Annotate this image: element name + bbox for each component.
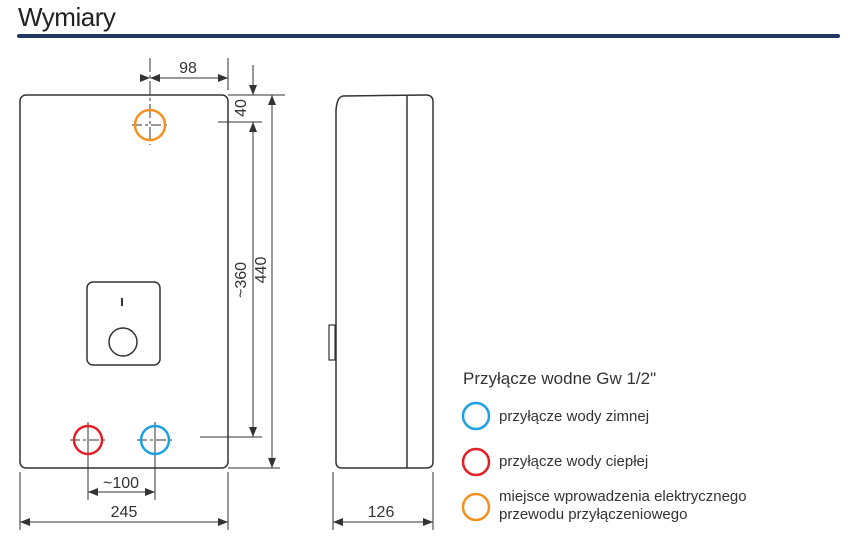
- dim-label-360: ~360: [233, 262, 250, 298]
- legend-electrical-label-line2: przewodu przyłączeniowego: [499, 506, 687, 523]
- control-panel: [86, 281, 161, 366]
- control-knob: [108, 327, 138, 357]
- legend-cold-label: przyłącze wody zimnej: [499, 408, 649, 425]
- title-underline: [17, 34, 840, 38]
- dim-label-245: 245: [111, 504, 138, 521]
- dim-label-440: 440: [253, 257, 270, 284]
- legend-hot-icon: [461, 447, 491, 477]
- cold-water-connection-marker: [139, 424, 171, 456]
- hot-water-connection-marker: [72, 424, 104, 456]
- dim-label-98: 98: [179, 60, 197, 77]
- side-view-body: [335, 94, 434, 469]
- legend-electrical-label-line1: miejsce wprowadzenia elektrycznego: [499, 488, 747, 505]
- legend-cold-icon: [461, 401, 491, 431]
- legend-electrical-icon: [461, 492, 491, 522]
- side-tab: [328, 324, 336, 361]
- page-title: Wymiary: [18, 2, 116, 32]
- legend-hot-label: przyłącze wody ciepłej: [499, 453, 648, 470]
- dim-label-40: 40: [233, 99, 250, 117]
- dim-label-100: ~100: [103, 475, 139, 492]
- dim-label-126: 126: [368, 504, 395, 521]
- front-view-body: [19, 94, 229, 469]
- legend-title: Przyłącze wodne Gw 1/2": [463, 369, 656, 388]
- electrical-entry-marker: [133, 108, 167, 142]
